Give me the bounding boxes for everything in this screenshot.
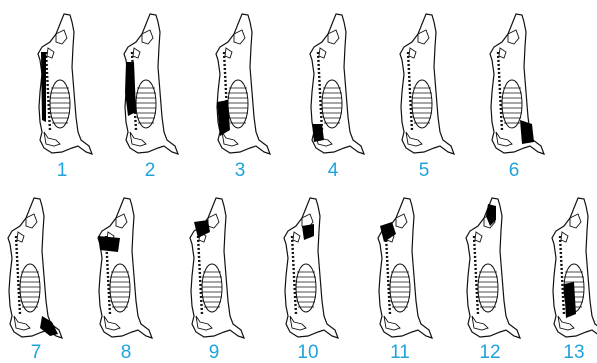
carcass-outline xyxy=(98,198,152,338)
panel-4 xyxy=(310,14,364,154)
highlight-region xyxy=(520,120,534,144)
panel-number: 12 xyxy=(479,342,500,363)
highlight-region xyxy=(564,282,576,318)
panel-8 xyxy=(98,198,152,338)
panel-10 xyxy=(284,198,338,338)
panel-number: 8 xyxy=(121,342,132,363)
highlight-region xyxy=(98,236,120,252)
panel-number: 4 xyxy=(328,160,339,181)
panel-13 xyxy=(552,198,597,338)
carcass-outline xyxy=(400,14,454,154)
panel-number: 9 xyxy=(209,342,220,363)
carcass-outline xyxy=(8,198,62,338)
carcass-outline xyxy=(490,14,544,154)
panel-1 xyxy=(38,14,92,154)
carcass-outline xyxy=(378,198,432,338)
carcass-outline xyxy=(190,198,244,338)
panel-12 xyxy=(466,198,520,338)
panel-6 xyxy=(490,14,544,154)
panel-9 xyxy=(190,198,244,338)
carcass-outline xyxy=(38,14,92,154)
panel-number: 13 xyxy=(563,342,584,363)
panel-5 xyxy=(400,14,454,154)
panel-number: 7 xyxy=(31,342,42,363)
highlight-region xyxy=(312,124,324,142)
panel-number: 6 xyxy=(509,160,520,181)
carcass-outline xyxy=(284,198,338,338)
panel-2 xyxy=(124,14,178,154)
panel-number: 5 xyxy=(419,160,430,181)
panel-number: 11 xyxy=(390,342,410,363)
panel-number: 3 xyxy=(235,160,246,181)
carcass-outline xyxy=(552,198,597,338)
panel-11 xyxy=(378,198,432,338)
panel-3 xyxy=(216,14,270,154)
panel-number: 1 xyxy=(57,160,68,181)
panel-number: 10 xyxy=(297,342,318,363)
panel-number: 2 xyxy=(145,160,156,181)
highlight-region xyxy=(217,100,230,136)
panel-7 xyxy=(8,198,62,338)
